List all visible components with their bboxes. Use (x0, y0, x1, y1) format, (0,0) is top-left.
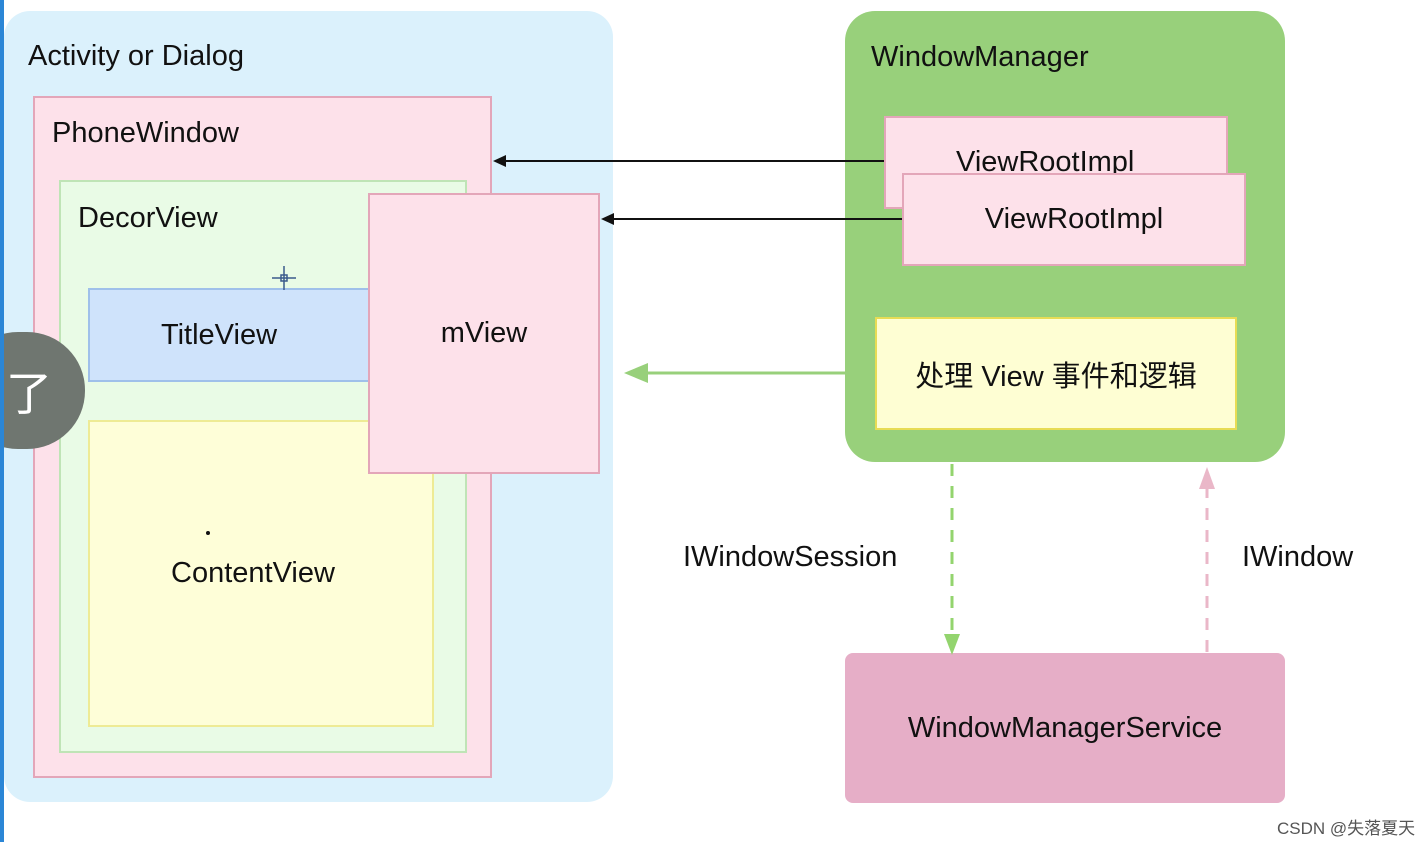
arrowhead-black (493, 155, 506, 167)
arrowhead-black (601, 213, 614, 225)
left-edge-bar (0, 0, 4, 842)
window-manager-service-label: WindowManagerService (907, 711, 1223, 744)
m-view-label: mView (440, 317, 528, 349)
m-view-box: mView (368, 193, 600, 474)
iwindow-label: IWindow (1242, 541, 1354, 573)
activity-label: Activity or Dialog (28, 40, 244, 72)
view-root-impl-box: ViewRootImpl (902, 173, 1246, 266)
view-root-impl-label: ViewRootImpl (956, 146, 1135, 178)
crosshair-cursor-icon (272, 266, 296, 290)
window-manager-service-box: WindowManagerService (845, 653, 1285, 803)
title-view-label: TitleView (160, 318, 278, 351)
arrowhead-green (624, 363, 648, 383)
content-view-label: ContentView (171, 557, 335, 589)
view-root-impl-label: ViewRootImpl (984, 203, 1164, 235)
watermark: CSDN @失落夏天 (1277, 819, 1416, 838)
title-view-box: TitleView (88, 288, 370, 382)
decor-view-label: DecorView (78, 202, 218, 234)
overlay-badge-label: 了 (6, 368, 52, 420)
iwindowsession-label: IWindowSession (683, 541, 898, 573)
window-manager-label: WindowManager (871, 41, 1089, 73)
event-handler-label: 处理 View 事件和逻辑 (915, 360, 1197, 393)
arrowhead-green (944, 634, 960, 655)
event-handler-box: 处理 View 事件和逻辑 (875, 317, 1237, 430)
arrowhead-pink (1199, 467, 1215, 489)
phone-window-label: PhoneWindow (52, 117, 239, 149)
cursor-dot (206, 531, 210, 535)
